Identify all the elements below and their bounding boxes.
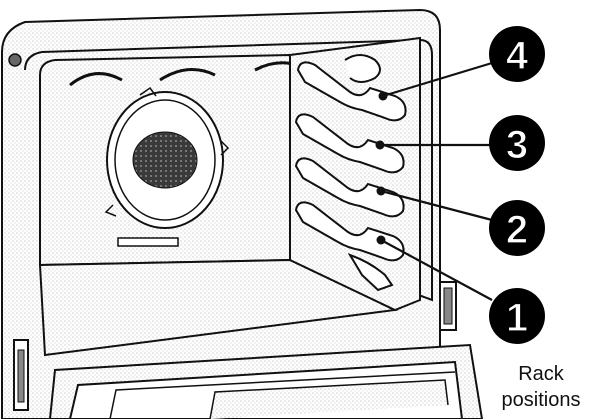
rack-badge-2: 2 bbox=[489, 200, 545, 256]
rack-badge-4: 4 bbox=[489, 26, 545, 82]
callout-lines bbox=[380, 61, 493, 301]
rack-label-1: 1 bbox=[506, 296, 528, 340]
callout-line-4 bbox=[382, 61, 493, 98]
callout-line-1 bbox=[380, 239, 493, 301]
door-hinge-left bbox=[13, 339, 29, 411]
caption-line-2: positions bbox=[502, 389, 581, 411]
oven-door-open bbox=[48, 343, 484, 419]
rack-label-3: 3 bbox=[506, 123, 528, 167]
callout-line-2 bbox=[380, 189, 493, 222]
caption-line-1: Rack bbox=[518, 363, 565, 385]
rack-guides bbox=[294, 54, 407, 292]
callout-dots bbox=[375, 91, 388, 245]
convection-fan-cover bbox=[104, 86, 230, 229]
door-hinge-right bbox=[439, 281, 457, 331]
rack-label-2: 2 bbox=[506, 208, 528, 252]
rack-badge-3: 3 bbox=[489, 115, 545, 171]
rack-label-4: 4 bbox=[506, 34, 529, 78]
screw-icon bbox=[8, 53, 22, 67]
rack-badge-1: 1 bbox=[489, 288, 545, 344]
